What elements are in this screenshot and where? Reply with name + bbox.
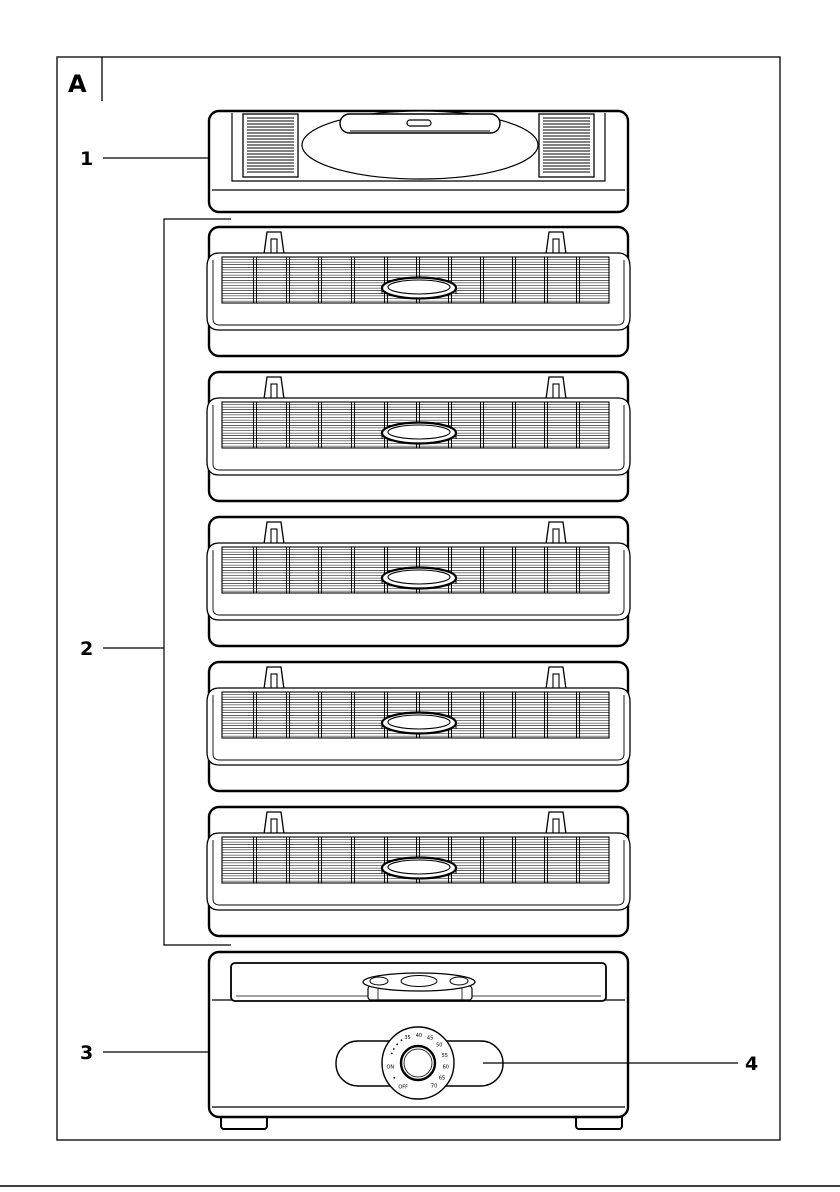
timer-knob	[401, 1046, 435, 1080]
dial-temp-60: 60	[443, 1064, 449, 1070]
drying-tray	[207, 807, 630, 936]
dial-tick	[401, 1039, 403, 1041]
dial-temp-40: 40	[416, 1033, 422, 1039]
dial-off-label: OFF	[398, 1085, 408, 1091]
dial-temp-55: 55	[442, 1053, 448, 1059]
fan-hub	[363, 973, 475, 1000]
drying-tray	[207, 517, 630, 646]
callout-2: 2	[80, 638, 93, 660]
drying-trays	[207, 227, 630, 936]
lid	[209, 111, 628, 212]
dial-temp-70: 70	[431, 1084, 437, 1090]
dial-tick	[393, 1048, 395, 1050]
lid-vent-right	[539, 114, 594, 177]
figure-letter: A	[68, 70, 87, 98]
drying-tray	[207, 662, 630, 791]
drying-tray	[207, 227, 630, 356]
dial-temp-50: 50	[436, 1043, 442, 1049]
lid-vent-left	[243, 114, 298, 177]
callout-3: 3	[80, 1042, 93, 1064]
dial-temp-65: 65	[439, 1075, 445, 1081]
dial-tick	[396, 1043, 398, 1045]
dial-temp-35: 35	[404, 1035, 410, 1041]
dial-on-label: ON	[386, 1065, 394, 1071]
dial-temp-45: 45	[427, 1036, 433, 1042]
drying-tray	[207, 372, 630, 501]
dial-tick	[391, 1053, 393, 1055]
callout-4: 4	[745, 1053, 758, 1075]
dial-tick	[393, 1077, 395, 1079]
callout-1: 1	[80, 148, 93, 170]
